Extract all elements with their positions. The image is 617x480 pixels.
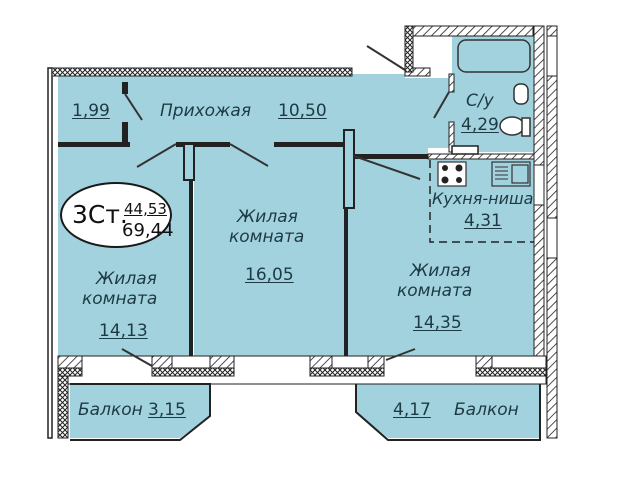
storage-room <box>58 76 128 142</box>
bathroom-fixtures <box>457 39 531 137</box>
bathroom-area: 4,29 <box>461 115 499 135</box>
living-left-area: 14,13 <box>99 321 148 341</box>
balcony-left-name: Балкон <box>78 400 143 420</box>
balcony-right-area: 4,17 <box>393 400 431 420</box>
stove-icon <box>437 161 467 187</box>
kitchen-fixtures <box>437 161 531 187</box>
apartment-summary-badge: 3Ст. 44,53 69,44 <box>60 182 174 248</box>
living-right-area: 14,35 <box>413 313 462 333</box>
storage-area: 1,99 <box>72 101 110 121</box>
balcony-right-room <box>356 384 540 438</box>
living-left-name-line1: Жилая <box>96 269 157 289</box>
hallway-area: 10,50 <box>278 101 327 121</box>
balcony-left-room <box>70 384 210 438</box>
living-right-name-line1: Жилая <box>410 261 471 281</box>
sink-icon <box>513 83 529 105</box>
living-center-name-line1: Жилая <box>237 207 298 227</box>
hallway-room <box>128 74 452 158</box>
kitchen-name: Кухня-ниша <box>432 189 534 208</box>
living-center-room <box>194 146 344 356</box>
bathtub-icon <box>457 39 531 73</box>
toilet-icon <box>499 116 525 136</box>
living-left-room <box>58 146 190 356</box>
living-right-room <box>348 158 534 356</box>
balcony-right-name: Балкон <box>454 400 519 420</box>
living-right-name-line2: комната <box>397 281 473 301</box>
living-left-name-line2: комната <box>82 289 158 309</box>
living-area-total: 44,53 <box>124 200 167 218</box>
bathroom-name: С/у <box>466 91 494 111</box>
apartment-type: 3Ст. <box>72 200 128 229</box>
kitchen-area: 4,31 <box>464 211 502 231</box>
walls <box>47 25 558 441</box>
living-center-area: 16,05 <box>245 265 294 285</box>
balcony-left-area: 3,15 <box>148 400 186 420</box>
doors <box>121 45 450 367</box>
living-center-name-line2: комната <box>229 227 305 247</box>
hallway-name: Прихожая <box>160 101 252 121</box>
total-area: 69,44 <box>122 220 174 241</box>
room-fills <box>58 36 540 438</box>
